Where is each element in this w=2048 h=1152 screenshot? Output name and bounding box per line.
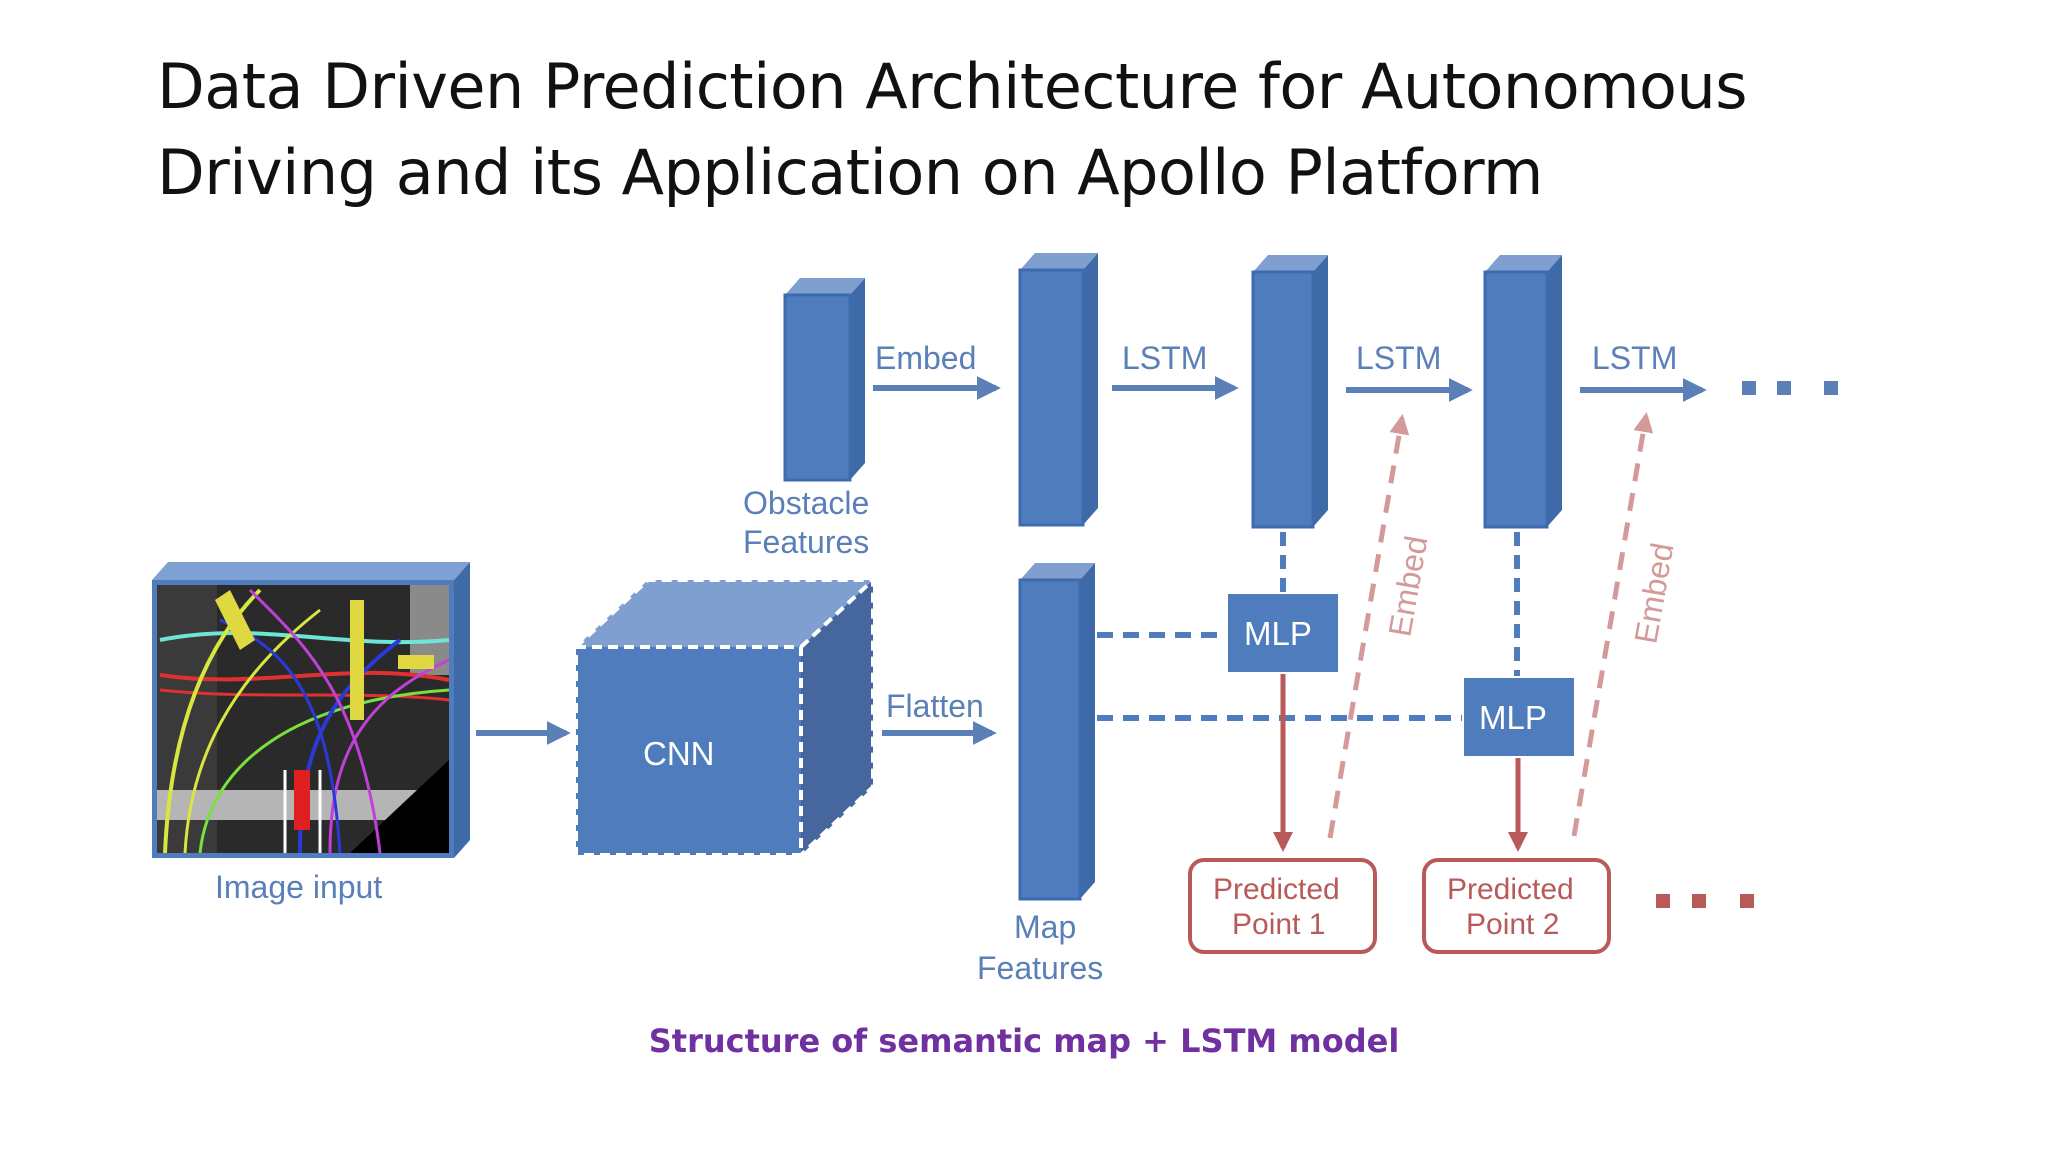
map-features-bar (1018, 563, 1095, 901)
predicted-point-2-line2: Point 2 (1466, 908, 1559, 941)
map-features-label-line1: Map (1014, 909, 1076, 945)
image-input-block (152, 562, 470, 858)
cnn-label: CNN (643, 735, 715, 772)
slide-title: Data Driven Prediction Architecture for … (157, 44, 1957, 216)
continuation-dots-red (1656, 894, 1754, 908)
title-line-1: Data Driven Prediction Architecture for … (157, 50, 1748, 123)
lstm-state-bar-2 (1483, 255, 1562, 529)
embed-label: Embed (875, 340, 976, 376)
mlp-box-1 (1228, 594, 1338, 672)
obstacle-features-label-line2: Features (743, 524, 869, 560)
predicted-point-1-line1: Predicted (1213, 873, 1340, 906)
mlp-box-2 (1464, 678, 1574, 756)
map-features-label-line2: Features (977, 950, 1103, 986)
feedback-embed-label-1: Embed (1381, 533, 1434, 639)
obstacle-features-label-line1: Obstacle (743, 485, 869, 521)
predicted-point-1-line2: Point 1 (1232, 908, 1325, 941)
predicted-point-2-line1: Predicted (1447, 873, 1574, 906)
title-line-2: Driving and its Application on Apollo Pl… (157, 136, 1543, 209)
flatten-label: Flatten (886, 688, 984, 724)
lstm-state-bar-1 (1251, 255, 1328, 529)
lstm-label-3: LSTM (1592, 340, 1677, 376)
diagram-caption: Structure of semantic map + LSTM model (648, 1022, 1400, 1060)
mlp-label-2: MLP (1479, 699, 1547, 736)
feedback-arrow-1 (1327, 414, 1410, 839)
obstacle-features-bar (783, 278, 865, 482)
lstm-label-1: LSTM (1122, 340, 1207, 376)
predicted-point-1-box (1188, 858, 1377, 954)
feedback-embed-label-2: Embed (1627, 540, 1680, 646)
continuation-dots-blue (1742, 381, 1838, 395)
image-input-label: Image input (215, 869, 382, 905)
feedback-arrow-2 (1571, 412, 1654, 837)
mlp-label-1: MLP (1244, 615, 1312, 652)
embedding-bar (1018, 253, 1098, 527)
cnn-block (574, 578, 875, 857)
lstm-label-2: LSTM (1356, 340, 1441, 376)
predicted-point-2-box (1422, 858, 1611, 954)
